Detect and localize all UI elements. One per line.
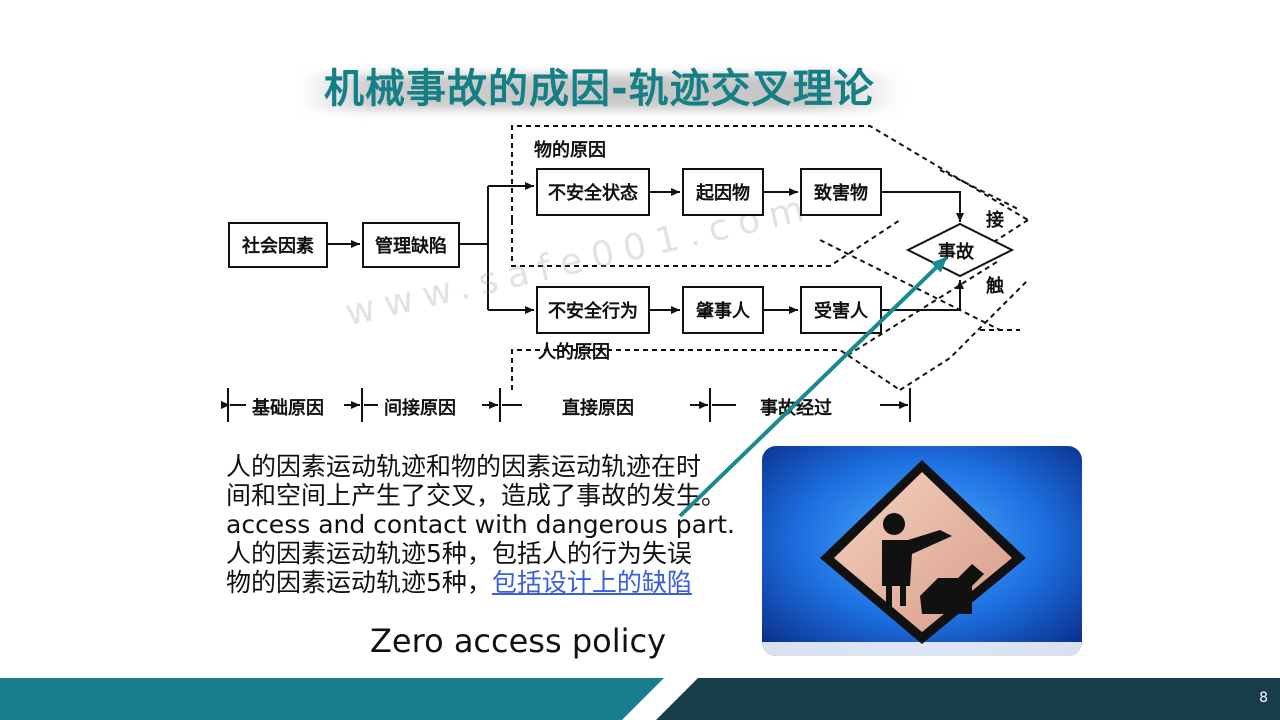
title-shadow xyxy=(300,74,900,110)
warning-sign-person-hand-crush-icon xyxy=(762,446,1082,656)
page-title: 机械事故的成因-轨迹交叉理论 xyxy=(324,66,875,112)
thing-cause-label: 物的原因 xyxy=(534,140,606,161)
body-line-4: 人的因素运动轨迹5种，包括人的行为失误 xyxy=(226,539,692,568)
person-cause-label: 人的原因 xyxy=(538,342,610,363)
box-social-factors: 社会因素 xyxy=(228,222,328,268)
body-line-5-prefix: 物的因素运动轨迹5种， xyxy=(226,568,492,597)
box-management-defect: 管理缺陷 xyxy=(362,222,460,268)
design-defect-link[interactable]: 包括设计上的缺陷 xyxy=(491,568,692,597)
box-unsafe-state: 不安全状态 xyxy=(536,168,650,216)
thing-region-bottom xyxy=(511,219,901,267)
zero-access-caption: Zero access policy xyxy=(370,622,667,660)
timeline-accident-process: 事故经过 xyxy=(760,398,832,419)
body-text: 人的因素运动轨迹和物的因素运动轨迹在时 间和空间上产生了交叉，造成了事故的发生。… xyxy=(226,452,766,597)
timeline-indirect-cause: 间接原因 xyxy=(384,398,456,419)
warning-sign-photo xyxy=(762,446,1082,656)
footer-bar xyxy=(0,678,1280,720)
diagram-lines xyxy=(221,125,1029,422)
box-initiating-object: 起因物 xyxy=(682,168,764,216)
box-unsafe-behavior: 不安全行为 xyxy=(536,286,650,334)
page-number: 8 xyxy=(1259,690,1268,706)
timeline-direct-cause: 直接原因 xyxy=(562,398,634,419)
box-victim: 受害人 xyxy=(800,286,882,334)
thing-region-top xyxy=(511,125,1029,221)
title-area: 机械事故的成因-轨迹交叉理论 xyxy=(300,54,900,112)
body-line-3: access and contact with dangerous part. xyxy=(226,510,735,539)
box-perpetrator: 肇事人 xyxy=(682,286,764,334)
body-line-2: 间和空间上产生了交叉，造成了事故的发生。 xyxy=(226,481,727,510)
timeline-basic-cause: 基础原因 xyxy=(252,398,324,419)
body-line-1: 人的因素运动轨迹和物的因素运动轨迹在时 xyxy=(226,452,702,481)
trajectory-cross-diagram: www.safe001.com 物的原因 人的原因 社会因素 管理缺陷 不安全状… xyxy=(220,120,1040,430)
body-line-5: 物的因素运动轨迹5种，包括设计上的缺陷 xyxy=(226,568,766,597)
box-harmful-object: 致害物 xyxy=(800,168,882,216)
contact-label-top: 接 xyxy=(986,210,1004,231)
contact-label-bottom: 触 xyxy=(986,276,1004,297)
person-region-right xyxy=(899,279,1029,391)
person-region-top xyxy=(511,349,901,391)
